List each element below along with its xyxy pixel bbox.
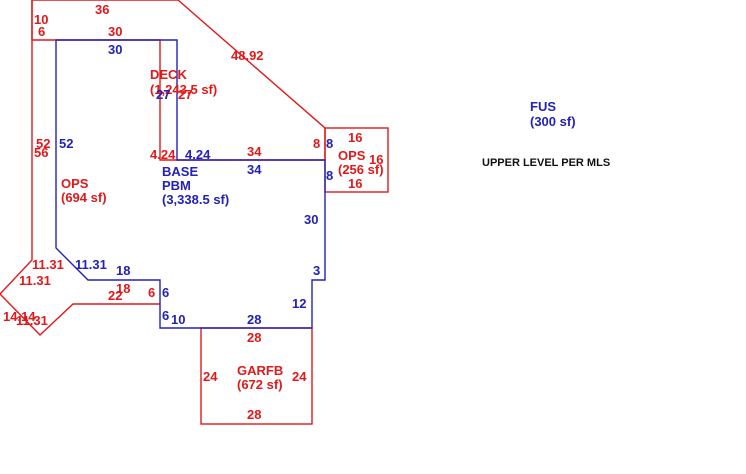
dim-blue: 8 <box>326 136 333 151</box>
dim-blue: 6 <box>162 285 169 300</box>
dim-red: 16 <box>369 152 383 167</box>
dim-red: 8 <box>313 136 320 151</box>
dim-red: 52 <box>36 136 50 151</box>
dim-red: 22 <box>108 288 122 303</box>
dim-red: 10 <box>34 12 48 27</box>
garage-area: (672 sf) <box>237 377 283 392</box>
dim-blue: 12 <box>292 296 306 311</box>
dim-red: 30 <box>108 24 122 39</box>
dim-blue: 8 <box>326 168 333 183</box>
dim-blue: 34 <box>247 162 262 177</box>
dim-blue: 10 <box>171 312 185 327</box>
dim-blue: 11.31 <box>75 257 107 272</box>
dim-red: 16 <box>348 176 362 191</box>
dim-red: 11.31 <box>19 273 51 288</box>
dim-red: 11.31 <box>32 257 64 272</box>
dim-red: 14.14 <box>3 309 36 324</box>
deck-label: DECK <box>150 67 187 82</box>
fus-area: (300 sf) <box>530 114 576 129</box>
dim-red: 48.92 <box>231 48 264 63</box>
deck-area: (1,243.5 sf) <box>150 82 217 97</box>
dim-red: 6 <box>148 285 155 300</box>
dim-red: 56 <box>34 145 48 160</box>
dim-red: 16 <box>348 130 362 145</box>
dim-blue: 4.24 <box>185 147 211 162</box>
ops-main-label: OPS <box>61 176 89 191</box>
dim-red: 11.31 <box>16 313 48 328</box>
dim-red: 6 <box>38 24 45 39</box>
dim-red: 24 <box>203 369 218 384</box>
dim-blue: 28 <box>247 312 261 327</box>
dim-blue: 6 <box>162 308 169 323</box>
dim-red: 28 <box>247 330 261 345</box>
base-area: (3,338.5 sf) <box>162 192 229 207</box>
ops-right-label: OPS <box>338 148 366 163</box>
base-label-2: PBM <box>162 178 191 193</box>
ops-main-area: (694 sf) <box>61 190 107 205</box>
dim-red: 27 <box>178 87 192 102</box>
dim-red: 24 <box>292 369 307 384</box>
dim-blue: 30 <box>304 212 318 227</box>
upper-level-note: UPPER LEVEL PER MLS <box>482 157 610 169</box>
dim-blue: 18 <box>116 263 130 278</box>
dim-red: 36 <box>95 2 109 17</box>
dim-red: 34 <box>247 144 262 159</box>
dim-blue: 3 <box>313 263 320 278</box>
dim-red: 4.24 <box>150 147 176 162</box>
dim-red: 18 <box>116 281 130 296</box>
upper-outline-left <box>0 0 160 336</box>
base-label-1: BASE <box>162 164 198 179</box>
dim-blue: 30 <box>108 42 122 57</box>
dim-red: 28 <box>247 407 261 422</box>
ops-right-area: (256 sf) <box>338 162 384 177</box>
base-outline-blue <box>55 39 326 329</box>
dim-blue: 27 <box>156 87 170 102</box>
garage-label: GARFB <box>237 363 283 378</box>
fus-label: FUS <box>530 99 556 114</box>
dim-blue: 52 <box>59 136 73 151</box>
